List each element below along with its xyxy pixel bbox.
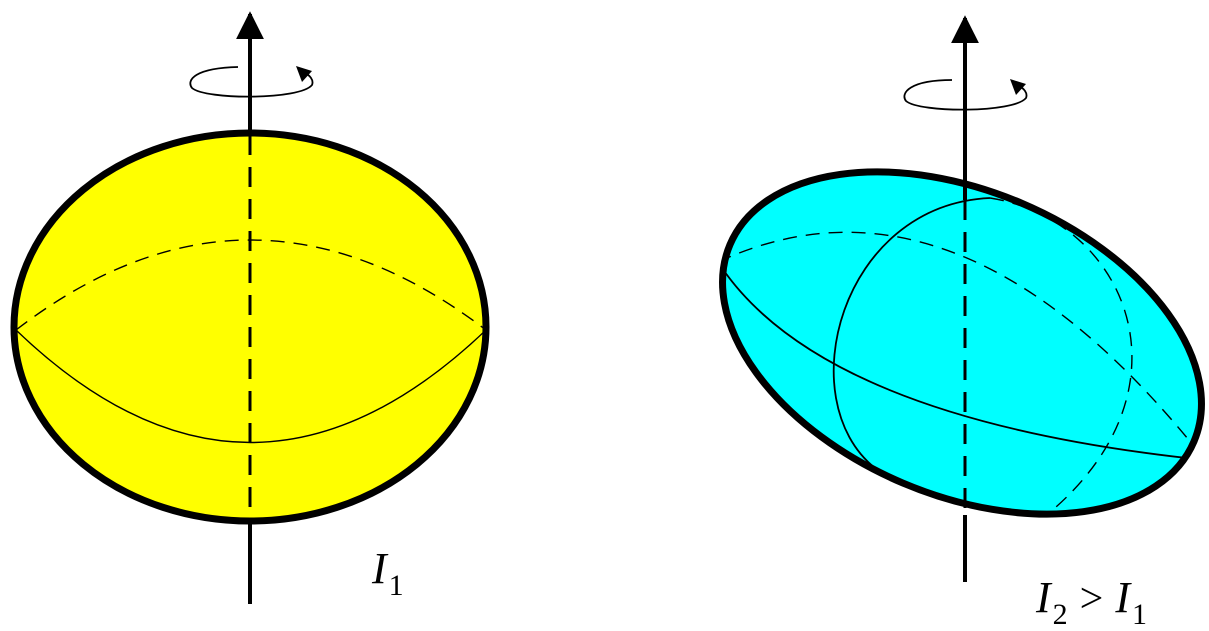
left-spheroid-figure: I1 [10,11,490,604]
right-long-section-visible [717,261,1206,461]
right-cross-section-hidden [989,197,1133,529]
right-ellipsoid-figure: I2>I1 [717,15,1206,631]
right-cross-section-visible [832,197,991,469]
right-rotation-arrow-icon [903,79,1028,111]
right-moment-label: I2>I1 [1035,573,1147,631]
right-rotation-arrowhead-icon [1010,79,1026,95]
left-moment-label: I1 [371,544,404,602]
left-rotation-arrow-icon [189,66,314,98]
right-ellipsoid-outline [719,168,1205,518]
right-long-section-hidden [717,231,1206,461]
left-rotation-arrowhead-icon [296,66,312,82]
right-ellipsoid-body [722,171,1202,515]
